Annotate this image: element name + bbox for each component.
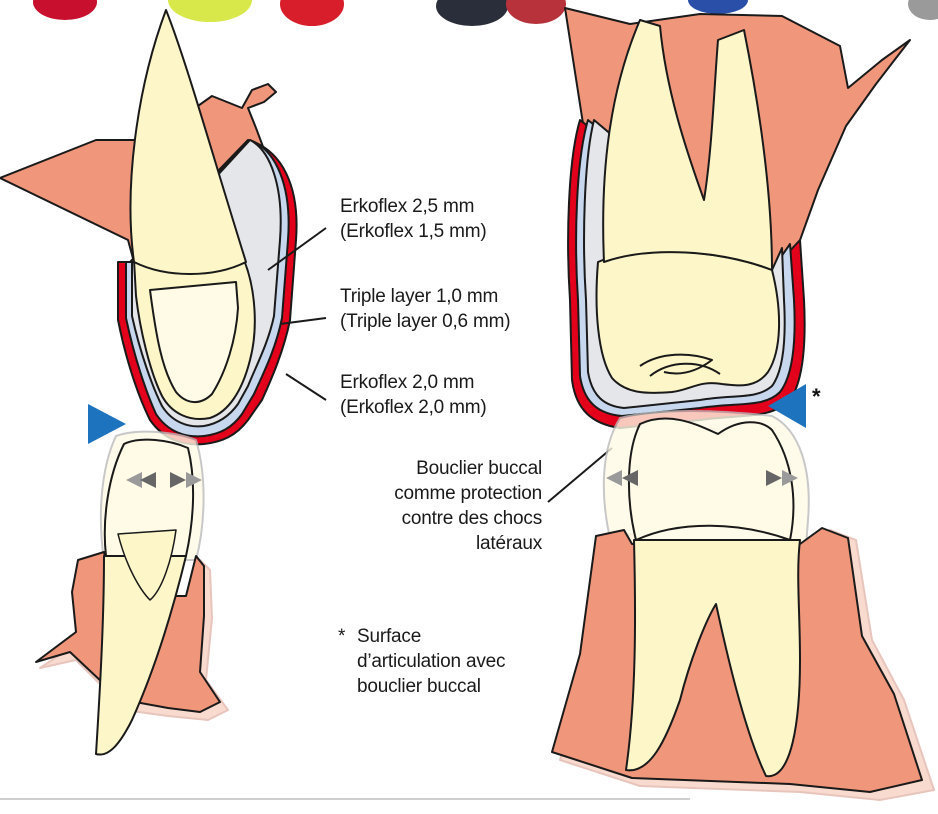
label-line: Erkoflex 2,0 mm (340, 370, 487, 395)
sample-yellow (168, 0, 252, 22)
label-line: comme protection (364, 481, 542, 506)
label-erkoflex-bottom: Erkoflex 2,0 mm (Erkoflex 2,0 mm) (340, 370, 487, 420)
label-buccal-shield: Bouclier buccal comme protection contre … (364, 456, 542, 556)
label-line: Erkoflex 2,5 mm (340, 194, 487, 219)
label-line: (Erkoflex 1,5 mm) (340, 219, 487, 244)
label-line: Bouclier buccal (364, 456, 542, 481)
label-line: Surface (357, 624, 505, 649)
label-line: (Triple layer 0,6 mm) (340, 309, 510, 334)
right-lower-tooth (552, 411, 934, 800)
sample-red-dark (280, 0, 344, 26)
footnote-text: Surface d’articulation avec bouclier buc… (357, 624, 505, 699)
footnote-mark: * (338, 624, 345, 649)
label-erkoflex-top: Erkoflex 2,5 mm (Erkoflex 1,5 mm) (340, 194, 487, 244)
sample-blue (688, 0, 748, 14)
label-line: Triple layer 1,0 mm (340, 284, 510, 309)
leader-buccal-shield (548, 448, 612, 502)
label-line: d’articulation avec (357, 649, 505, 674)
label-triple-layer: Triple layer 1,0 mm (Triple layer 0,6 mm… (340, 284, 510, 334)
right-upper-tooth (565, 8, 910, 428)
leader-erkoflex-bottom (286, 374, 326, 400)
sample-burgundy (506, 0, 566, 24)
sample-black (436, 0, 508, 26)
asterisk-marker: * (812, 384, 821, 410)
label-line: (Erkoflex 2,0 mm) (340, 395, 487, 420)
label-line: latéraux (364, 531, 542, 556)
label-line: contre des chocs (364, 506, 542, 531)
label-line: bouclier buccal (357, 674, 505, 699)
sample-red (33, 0, 97, 20)
sample-grey (908, 0, 938, 20)
left-upper-tooth (0, 10, 297, 444)
